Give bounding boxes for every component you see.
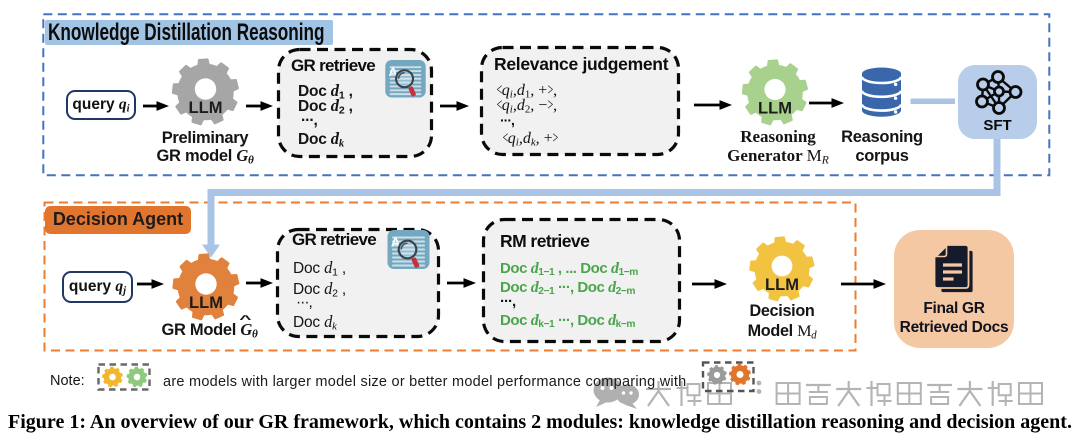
svg-text:LLM: LLM [765,276,799,294]
svg-text:LLM: LLM [189,294,223,312]
svg-text:LLM: LLM [189,99,223,117]
svg-text:A: A [389,65,398,79]
svg-text:LLM: LLM [758,100,792,118]
svg-text:A: A [391,235,400,249]
